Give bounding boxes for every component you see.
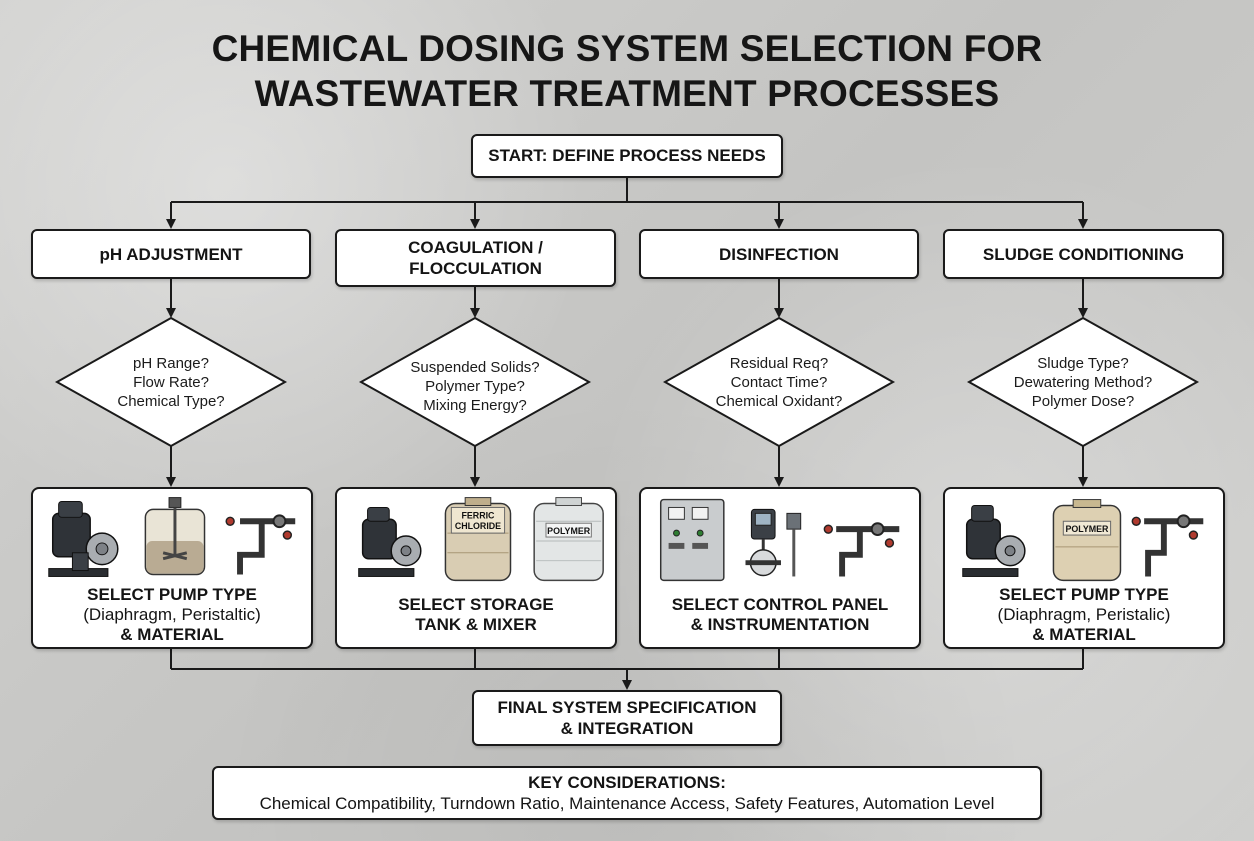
question: Chemical Type? xyxy=(117,393,225,410)
selection-text: SELECT PUMP TYPE (Diaphragm, Peristaltic… xyxy=(33,585,311,645)
question: Polymer Dose? xyxy=(1031,393,1135,410)
question: Residual Req? xyxy=(729,355,829,372)
selection-title-line-2: TANK & MIXER xyxy=(415,615,537,634)
equipment-icons xyxy=(48,497,296,577)
equipment-box-sludge: POLYMER SELECT PUMP TYPE (Diaphragm, Per… xyxy=(943,487,1225,649)
pump-icon xyxy=(358,506,422,577)
decision-questions-disinfection: Residual Req? Contact Time? Chemical Oxi… xyxy=(679,354,879,411)
decision-questions-ph: pH Range? Flow Rate? Chemical Type? xyxy=(71,354,271,411)
question: Chemical Oxidant? xyxy=(715,393,843,410)
selection-options: (Diaphragm, Peristalic) xyxy=(997,605,1171,624)
piping-valve-icon xyxy=(225,514,296,575)
tank-label: FERRIC xyxy=(461,510,495,520)
title-line-1: CHEMICAL DOSING SYSTEM SELECTION FOR xyxy=(211,28,1043,69)
selection-material: & MATERIAL xyxy=(1032,625,1136,644)
process-label: pH ADJUSTMENT xyxy=(99,244,243,264)
piping-valve-icon xyxy=(823,522,900,577)
tank-label: CHLORIDE xyxy=(455,521,501,531)
pump-icon xyxy=(48,501,119,577)
process-label: SLUDGE CONDITIONING xyxy=(982,244,1185,264)
piping-valve-icon xyxy=(1131,514,1204,577)
selection-options: (Diaphragm, Peristaltic) xyxy=(83,605,261,624)
equipment-icons: FERRIC CHLORIDE POLYMER xyxy=(358,497,604,582)
selection-title: SELECT STORAGE xyxy=(398,595,554,614)
polymer-tank-icon: POLYMER xyxy=(533,497,604,582)
selection-material: & MATERIAL xyxy=(120,625,224,644)
ferric-chloride-tank-icon: FERRIC CHLORIDE xyxy=(444,497,512,582)
selection-title: SELECT CONTROL PANEL xyxy=(671,595,889,614)
question: Contact Time? xyxy=(730,374,828,391)
final-label-line-2: & INTEGRATION xyxy=(560,719,694,738)
page-title: CHEMICAL DOSING SYSTEM SELECTION FOR WAS… xyxy=(0,26,1254,116)
final-label: FINAL SYSTEM SPECIFICATION xyxy=(497,698,757,717)
process-disinfection: DISINFECTION xyxy=(639,229,919,279)
key-text: Chemical Compatibility, Turndown Ratio, … xyxy=(259,794,995,813)
equipment-icons xyxy=(659,498,900,582)
process-coagulation: COAGULATION / FLOCCULATION xyxy=(335,229,616,287)
decision-diamond-sludge xyxy=(966,316,1200,448)
selection-text: SELECT STORAGE TANK & MIXER xyxy=(337,595,615,635)
equipment-box-coag: FERRIC CHLORIDE POLYMER SELECT STORAGE T… xyxy=(335,487,617,649)
equipment-box-ph: SELECT PUMP TYPE (Diaphragm, Peristaltic… xyxy=(31,487,313,649)
key-heading: KEY CONSIDERATIONS: xyxy=(528,773,726,792)
tank-label: POLYMER xyxy=(547,526,591,536)
selection-text: SELECT CONTROL PANEL & INSTRUMENTATION xyxy=(641,595,919,635)
decision-questions-sludge: Sludge Type? Dewatering Method? Polymer … xyxy=(983,354,1183,411)
process-sludge-conditioning: SLUDGE CONDITIONING xyxy=(943,229,1224,279)
selection-text: SELECT PUMP TYPE (Diaphragm, Peristalic)… xyxy=(945,585,1223,645)
pump-icon xyxy=(962,504,1026,577)
selection-title-line-2: & INSTRUMENTATION xyxy=(690,615,870,634)
question: Suspended Solids? xyxy=(410,359,540,376)
process-label: COAGULATION / xyxy=(408,238,543,257)
process-ph-adjustment: pH ADJUSTMENT xyxy=(31,229,311,279)
decision-diamond-coag xyxy=(358,316,592,448)
question: Mixing Energy? xyxy=(423,397,527,414)
start-node: START: DEFINE PROCESS NEEDS xyxy=(471,134,783,178)
mixing-tank-icon xyxy=(144,497,206,576)
final-node: FINAL SYSTEM SPECIFICATION & INTEGRATION xyxy=(472,690,782,746)
tank-label: POLYMER xyxy=(1065,524,1109,534)
start-label: START: DEFINE PROCESS NEEDS xyxy=(488,146,766,165)
decision-questions-coag: Suspended Solids? Polymer Type? Mixing E… xyxy=(375,358,575,415)
polymer-tank-icon: POLYMER xyxy=(1052,499,1122,582)
selection-title: SELECT PUMP TYPE xyxy=(999,585,1169,604)
process-label-line-2: FLOCCULATION xyxy=(409,259,542,278)
decision-diamond-ph xyxy=(54,316,288,448)
equipment-icons: POLYMER xyxy=(962,499,1204,582)
question: pH Range? xyxy=(133,355,209,372)
question: Dewatering Method? xyxy=(1013,374,1153,391)
selection-title: SELECT PUMP TYPE xyxy=(87,585,257,604)
decision-diamond-disinfection xyxy=(662,316,896,448)
equipment-box-disinfection: SELECT CONTROL PANEL & INSTRUMENTATION xyxy=(639,487,921,649)
question: Sludge Type? xyxy=(1037,355,1129,372)
process-label: DISINFECTION xyxy=(719,244,839,264)
control-panel-icon xyxy=(659,498,725,582)
key-considerations: KEY CONSIDERATIONS: Chemical Compatibili… xyxy=(212,766,1042,820)
question: Polymer Type? xyxy=(425,378,525,395)
flow-meter-icon xyxy=(745,508,802,577)
question: Flow Rate? xyxy=(133,374,209,391)
title-line-2: WASTEWATER TREATMENT PROCESSES xyxy=(254,73,1000,114)
